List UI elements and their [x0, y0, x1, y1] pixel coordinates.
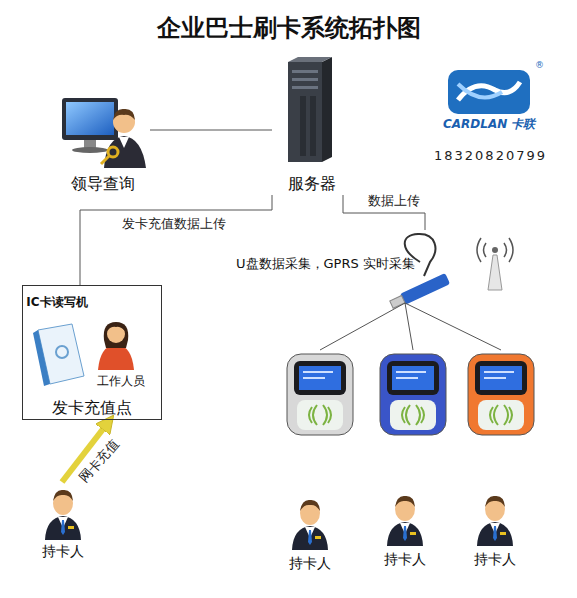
- card-reader-icon: [468, 354, 534, 435]
- recharge-point-box: 发卡充值点 IC卡读写机工作人员: [22, 285, 162, 420]
- connector-line: [405, 303, 413, 350]
- connector-line: [80, 195, 272, 285]
- node-label: U盘数据采集，GPRS 实时采集: [236, 256, 415, 272]
- connector-label: 发卡充值数据上传: [120, 216, 228, 232]
- node-label: IC卡读写机: [26, 295, 87, 309]
- usb-gprs-collector: U盘数据采集，GPRS 实时采集: [232, 230, 460, 303]
- cardholder: 持卡人: [275, 492, 345, 574]
- card-reader-icon: [380, 354, 446, 435]
- connector-line: [405, 303, 501, 350]
- cardholder-icon: [477, 496, 513, 546]
- cardholder: 持卡人: [28, 482, 98, 562]
- cardholder-icon: [45, 490, 81, 540]
- phone-number: 18320820799: [434, 148, 547, 164]
- node-label: 工作人员: [97, 374, 145, 388]
- node-label: 领导查询: [71, 174, 135, 193]
- connector-line: [150, 130, 272, 131]
- ic-card-writer: IC卡读写机: [23, 292, 98, 387]
- usb-drive-icon: [389, 234, 450, 310]
- node-label: 持卡人: [474, 551, 516, 568]
- cardholder-icon: [292, 500, 328, 550]
- diagram-title: 企业巴士刷卡系统拓扑图: [0, 12, 577, 44]
- card-reader-icon: [287, 354, 353, 435]
- cardholder: 持卡人: [460, 488, 530, 570]
- brand-name: CARDLAN 卡联: [443, 117, 535, 131]
- card-reader: [376, 350, 450, 438]
- connector-label: 数据上传: [366, 193, 422, 209]
- staff-member: 工作人员: [88, 318, 154, 390]
- server-icon: [288, 57, 332, 162]
- node-label: 持卡人: [384, 551, 426, 568]
- ic-card-reader-icon: [33, 324, 84, 386]
- connector-line: [320, 303, 405, 350]
- card-reader: [283, 350, 357, 438]
- node-label: 持卡人: [42, 543, 84, 560]
- company-logo: [448, 70, 530, 114]
- computer-icon: [62, 98, 146, 168]
- node-label: 持卡人: [289, 555, 331, 572]
- worker-icon: [98, 322, 134, 370]
- node-label: 服务器: [288, 174, 336, 193]
- cardholder: 持卡人: [370, 488, 440, 570]
- server: 服务器: [272, 58, 352, 195]
- node-label: 发卡充值点: [52, 398, 132, 417]
- registered-mark: ®: [535, 60, 544, 71]
- cardholder-icon: [387, 496, 423, 546]
- card-reader: [464, 350, 538, 438]
- antenna-icon: [477, 238, 513, 290]
- query-terminal: 领导查询: [55, 92, 150, 195]
